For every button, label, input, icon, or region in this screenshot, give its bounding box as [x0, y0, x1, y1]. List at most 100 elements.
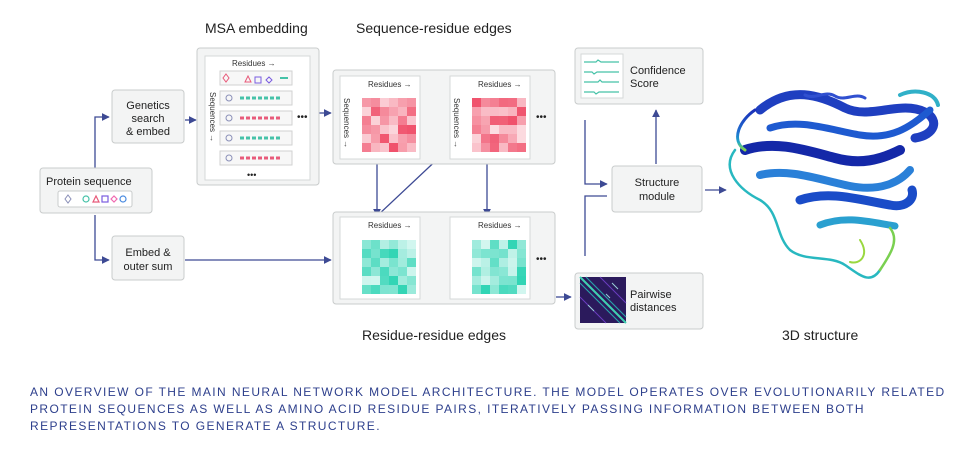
protein-sequence-label: Protein sequence	[46, 176, 132, 188]
residue-residue-edges-panel: Residues → Residues →	[332, 211, 556, 305]
msa-embedding-panel: Residues → Sequences → •••	[196, 47, 320, 186]
heatmap-cell	[362, 249, 371, 258]
heatmap-cell	[517, 258, 526, 267]
heatmap-cell	[407, 258, 416, 267]
heatmap-cell	[380, 134, 389, 143]
pairwise-distances-box: Pairwise distances	[574, 272, 704, 330]
heatmap-cell	[380, 249, 389, 258]
heatmap-cell	[508, 249, 517, 258]
genetics-search-embed-box: Genetics search & embed	[111, 89, 185, 144]
heatmap-cell	[508, 107, 517, 116]
heatmap-cell	[362, 285, 371, 294]
residue-residue-heatmap-2	[472, 240, 526, 294]
heatmap-cell	[481, 285, 490, 294]
heatmap-cell	[371, 107, 380, 116]
heatmap-cell	[389, 276, 398, 285]
heatmap-cell	[398, 116, 407, 125]
heatmap-cell	[371, 258, 380, 267]
svg-text:Residues →: Residues →	[478, 80, 522, 89]
heatmap-cell	[490, 285, 499, 294]
sequence-residue-edges-title: Sequence-residue edges	[356, 20, 512, 36]
heatmap-cell	[508, 134, 517, 143]
heatmap-cell	[499, 267, 508, 276]
heatmap-cell	[481, 143, 490, 152]
heatmap-cell	[371, 267, 380, 276]
heatmap-cell	[490, 107, 499, 116]
heatmap-cell	[508, 143, 517, 152]
heatmap-cell	[407, 240, 416, 249]
seq-res-ellipsis: •••	[536, 112, 547, 123]
heatmap-cell	[398, 143, 407, 152]
heatmap-cell	[517, 276, 526, 285]
heatmap-cell	[472, 258, 481, 267]
heatmap-cell	[380, 125, 389, 134]
svg-text:module: module	[639, 191, 675, 203]
heatmap-cell	[389, 249, 398, 258]
svg-text:Sequences →: Sequences →	[342, 98, 351, 148]
heatmap-cell	[362, 267, 371, 276]
heatmap-cell	[499, 98, 508, 107]
structure-module-box: Structure module	[611, 165, 703, 213]
svg-text:Score: Score	[630, 78, 659, 90]
svg-text:search: search	[131, 113, 164, 125]
heatmap-cell	[472, 143, 481, 152]
heatmap-cell	[380, 267, 389, 276]
heatmap-cell	[389, 116, 398, 125]
3d-protein-structure-image	[728, 89, 940, 279]
heatmap-cell	[407, 143, 416, 152]
heatmap-cell	[490, 116, 499, 125]
heatmap-cell	[380, 107, 389, 116]
heatmap-cell	[362, 134, 371, 143]
heatmap-cell	[371, 116, 380, 125]
heatmap-cell	[499, 116, 508, 125]
heatmap-cell	[472, 125, 481, 134]
heatmap-cell	[398, 134, 407, 143]
heatmap-cell	[499, 240, 508, 249]
heatmap-cell	[472, 276, 481, 285]
heatmap-cell	[398, 240, 407, 249]
svg-text:Embed &: Embed &	[125, 247, 171, 259]
heatmap-cell	[371, 98, 380, 107]
heatmap-cell	[407, 107, 416, 116]
heatmap-cell	[389, 134, 398, 143]
heatmap-cell	[508, 267, 517, 276]
heatmap-cell	[362, 98, 371, 107]
heatmap-cell	[362, 258, 371, 267]
heatmap-cell	[517, 143, 526, 152]
residue-residue-edges-title: Residue-residue edges	[362, 327, 506, 343]
heatmap-cell	[472, 240, 481, 249]
svg-text:Residues →: Residues →	[368, 221, 412, 230]
heatmap-cell	[499, 258, 508, 267]
heatmap-cell	[517, 267, 526, 276]
heatmap-cell	[481, 116, 490, 125]
heatmap-cell	[508, 116, 517, 125]
heatmap-cell	[508, 285, 517, 294]
svg-text:Confidence: Confidence	[630, 65, 686, 77]
heatmap-cell	[398, 276, 407, 285]
svg-text:Residues →: Residues →	[232, 59, 276, 68]
distance-matrix-icon	[579, 276, 627, 324]
heatmap-cell	[389, 98, 398, 107]
heatmap-cell	[517, 285, 526, 294]
heatmap-cell	[362, 143, 371, 152]
heatmap-cell	[389, 107, 398, 116]
heatmap-cell	[517, 116, 526, 125]
heatmap-cell	[389, 143, 398, 152]
heatmap-cell	[362, 276, 371, 285]
heatmap-cell	[499, 107, 508, 116]
heatmap-cell	[380, 240, 389, 249]
heatmap-cell	[472, 98, 481, 107]
heatmap-cell	[472, 249, 481, 258]
heatmap-cell	[499, 143, 508, 152]
res-res-ellipsis: •••	[536, 254, 547, 265]
svg-text:Residues →: Residues →	[368, 80, 412, 89]
heatmap-cell	[362, 125, 371, 134]
heatmap-cell	[389, 258, 398, 267]
heatmap-cell	[508, 125, 517, 134]
residue-residue-heatmap-1	[362, 240, 416, 294]
3d-structure-title: 3D structure	[782, 327, 858, 343]
heatmap-cell	[389, 285, 398, 294]
heatmap-cell	[380, 258, 389, 267]
heatmap-cell	[490, 249, 499, 258]
heatmap-cell	[371, 240, 380, 249]
